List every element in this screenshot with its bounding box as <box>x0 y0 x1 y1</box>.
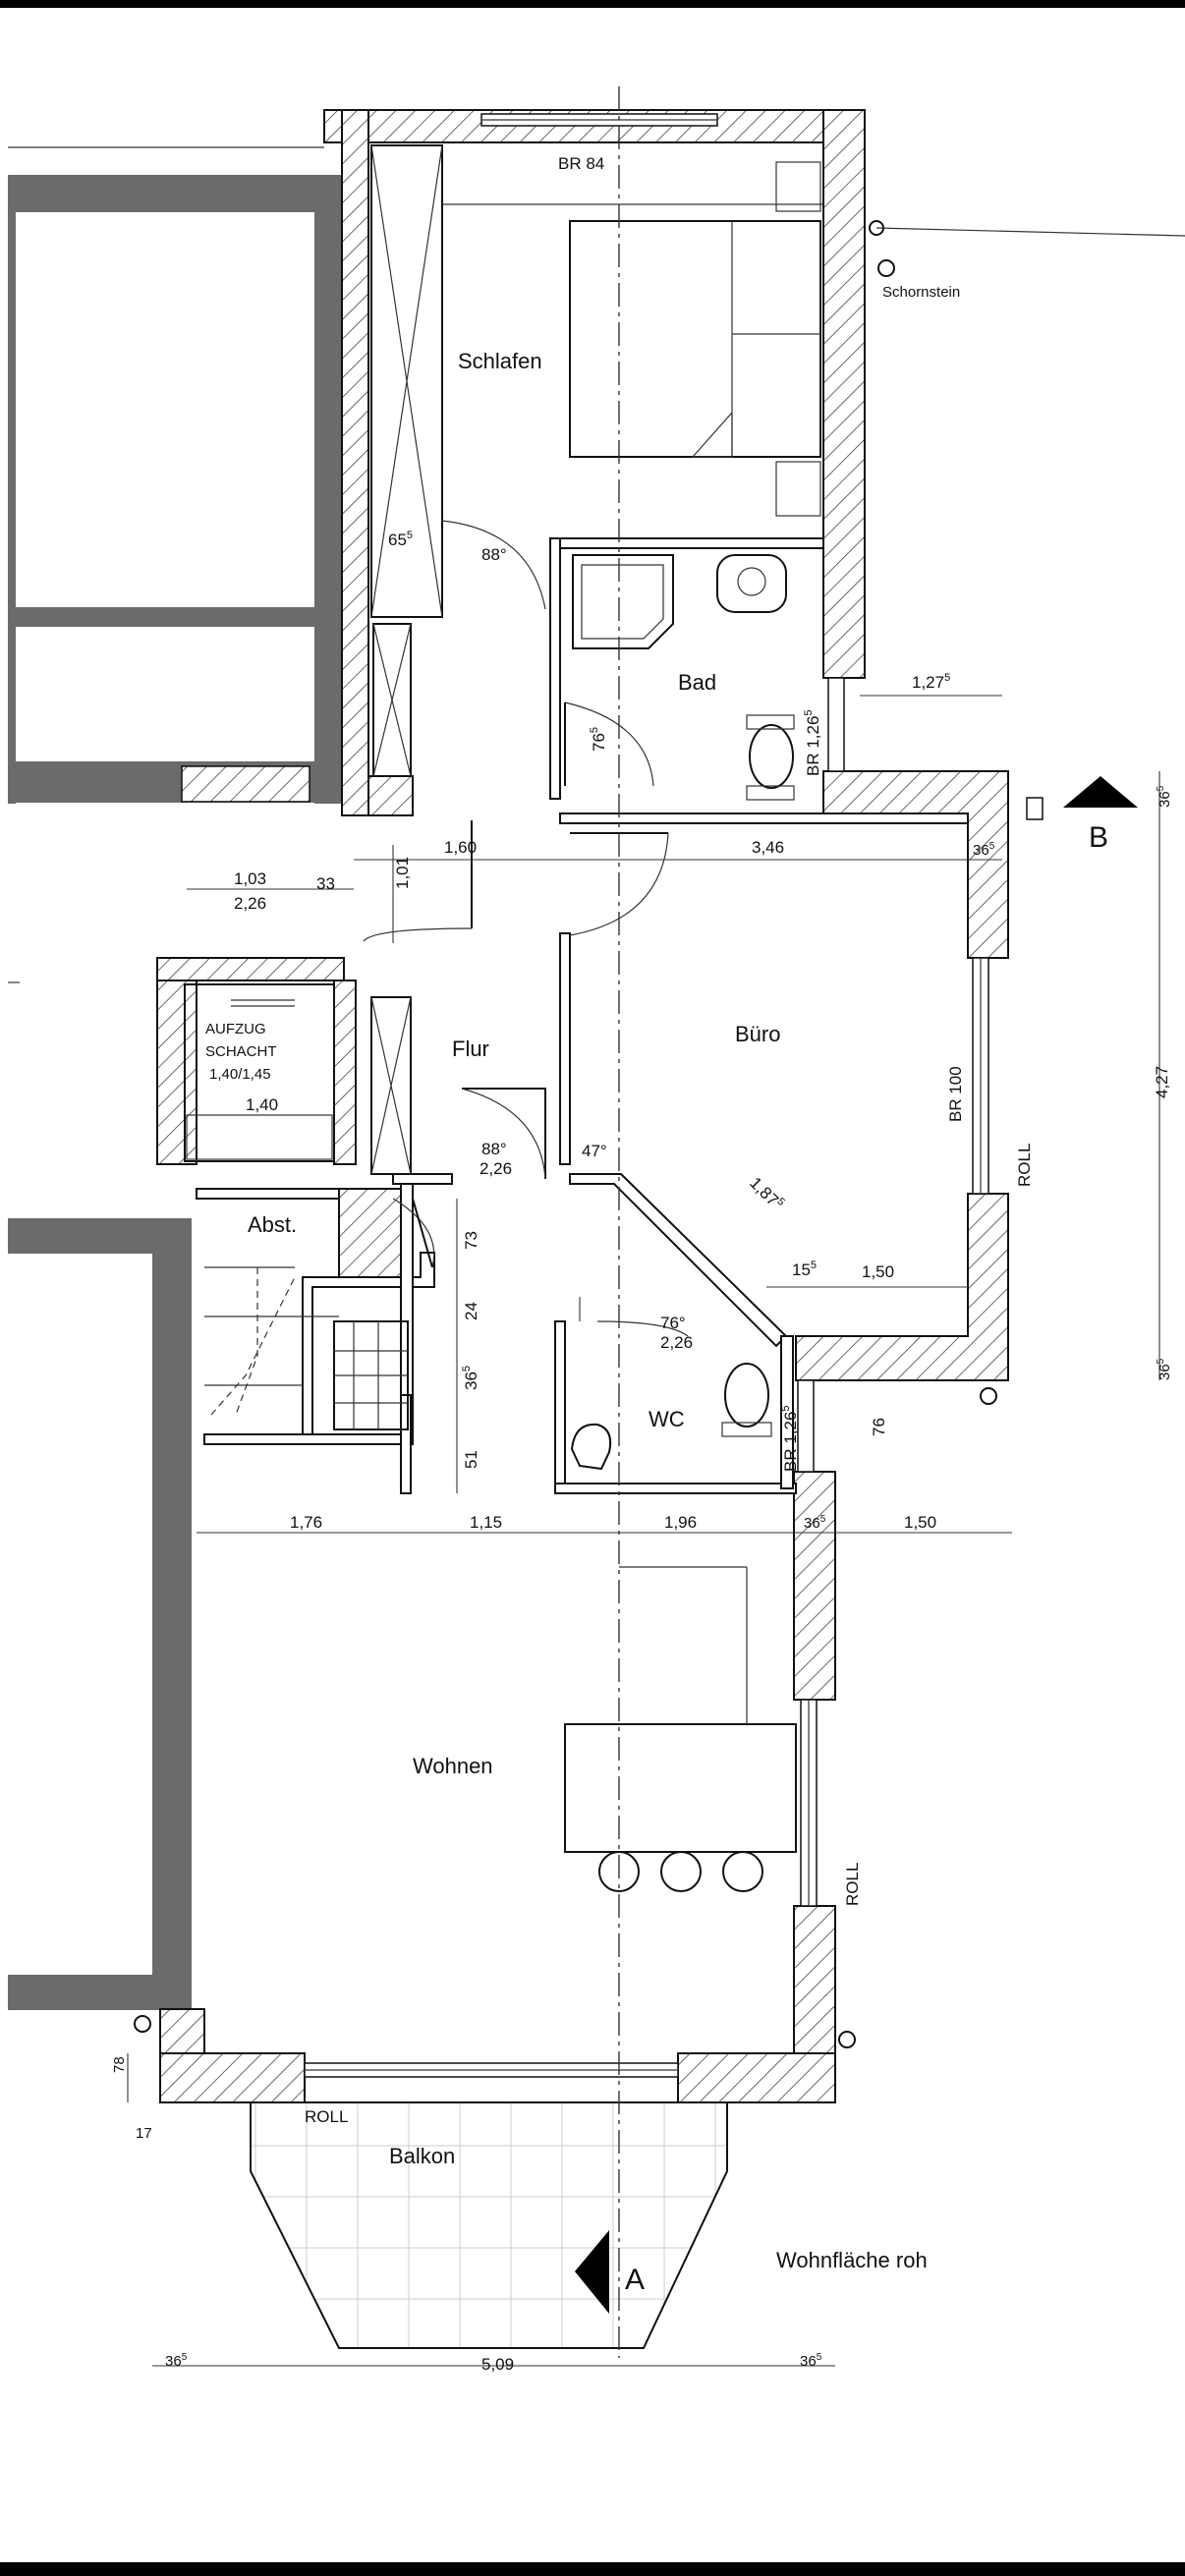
roll-buero: ROLL <box>1015 1144 1034 1187</box>
room-schlafen: Schlafen <box>458 349 542 373</box>
dim-365-mid: 365 <box>804 1514 826 1532</box>
outer-walls <box>156 109 1009 2103</box>
dim-150-mid: 1,50 <box>904 1513 936 1532</box>
window-br84: BR 84 <box>558 154 604 173</box>
top-bezel <box>0 0 1185 8</box>
section-b-label: B <box>1089 821 1108 854</box>
door-buero-angle: 47° <box>582 1142 607 1160</box>
dim-427: 4,27 <box>1153 1066 1171 1098</box>
dim-365-br: 365 <box>800 2352 822 2370</box>
dim-33: 33 <box>316 874 335 893</box>
dim-73: 73 <box>462 1231 480 1250</box>
roll-wohnen: ROLL <box>843 1863 862 1906</box>
schlafen-furniture <box>370 144 823 618</box>
elevator-width: 1,40 <box>246 1095 278 1114</box>
door-schlafen-angle: 88° <box>481 545 507 564</box>
windows <box>304 113 989 2078</box>
room-wc: WC <box>649 1407 685 1431</box>
section-marker-b <box>1026 776 1138 820</box>
dim-176: 1,76 <box>290 1513 322 1532</box>
door-flur-angle: 88° <box>481 1140 507 1158</box>
doors <box>363 520 689 1337</box>
dim-78: 78 <box>111 2056 128 2073</box>
roll-balkon: ROLL <box>305 2107 348 2126</box>
staircase <box>204 1266 409 1430</box>
section-a-label: A <box>625 2264 645 2296</box>
dim-365-top: 365 <box>973 841 995 859</box>
room-bad: Bad <box>678 670 716 695</box>
bad-fixtures <box>572 554 795 801</box>
area-note: Wohnfläche roh <box>776 2248 928 2272</box>
dim-196: 1,96 <box>664 1513 697 1532</box>
chimney <box>869 220 1185 237</box>
dim-24: 24 <box>462 1302 480 1320</box>
wohnen-furniture <box>134 259 997 2048</box>
dim-150-buero: 1,50 <box>862 1262 894 1281</box>
dim-115: 1,15 <box>470 1513 502 1532</box>
elevator-shaft <box>184 623 412 1175</box>
window-br126-wc: BR 1,265 <box>780 1405 800 1472</box>
dim-160: 1,60 <box>444 838 477 857</box>
dim-365-right2: 365 <box>1156 1358 1173 1380</box>
door-bad-size: 765 <box>589 727 608 752</box>
dim-187: 1,875 <box>746 1173 787 1214</box>
elevator-label-2: SCHACHT <box>205 1043 277 1060</box>
chimney-label: Schornstein <box>882 284 960 301</box>
room-balkon: Balkon <box>389 2144 455 2168</box>
door-wc-angle: 76° <box>660 1314 686 1332</box>
balkon <box>250 2101 728 2349</box>
room-wohnen: Wohnen <box>413 1754 493 1778</box>
dim-127: 1,275 <box>912 672 950 692</box>
dim-36-right: 365 <box>1156 785 1173 808</box>
door-flur-width: 2,26 <box>480 1159 512 1178</box>
dim-226: 2,26 <box>234 894 266 913</box>
dim-346: 3,46 <box>752 838 784 857</box>
elevator-label-1: AUFZUG <box>205 1021 266 1037</box>
dimension-lines <box>127 695 1160 2367</box>
dim-15: 155 <box>792 1260 817 1279</box>
dim-103: 1,03 <box>234 869 266 888</box>
dim-365-stair: 365 <box>461 1366 480 1390</box>
dim-51: 51 <box>462 1450 480 1469</box>
window-br100: BR 100 <box>946 1066 965 1122</box>
room-buero: Büro <box>735 1022 780 1046</box>
room-abst: Abst. <box>248 1212 297 1237</box>
dim-509: 5,09 <box>481 2355 514 2374</box>
dim-365-bl: 365 <box>165 2352 188 2370</box>
interior-walls <box>196 537 969 1494</box>
door-schlafen-width: 655 <box>388 530 413 549</box>
section-marker-a <box>575 2230 609 2314</box>
dim-101: 1,01 <box>393 857 412 889</box>
wc-fixtures <box>570 1363 772 1471</box>
dim-76-wc: 76 <box>870 1418 888 1436</box>
bottom-bezel <box>0 2562 1185 2576</box>
elevator-size: 1,40/1,45 <box>209 1066 271 1083</box>
dim-17: 17 <box>136 2125 152 2142</box>
room-flur: Flur <box>452 1036 489 1061</box>
door-wc-width: 2,26 <box>660 1333 693 1352</box>
window-br126-bad: BR 1,265 <box>803 709 822 776</box>
